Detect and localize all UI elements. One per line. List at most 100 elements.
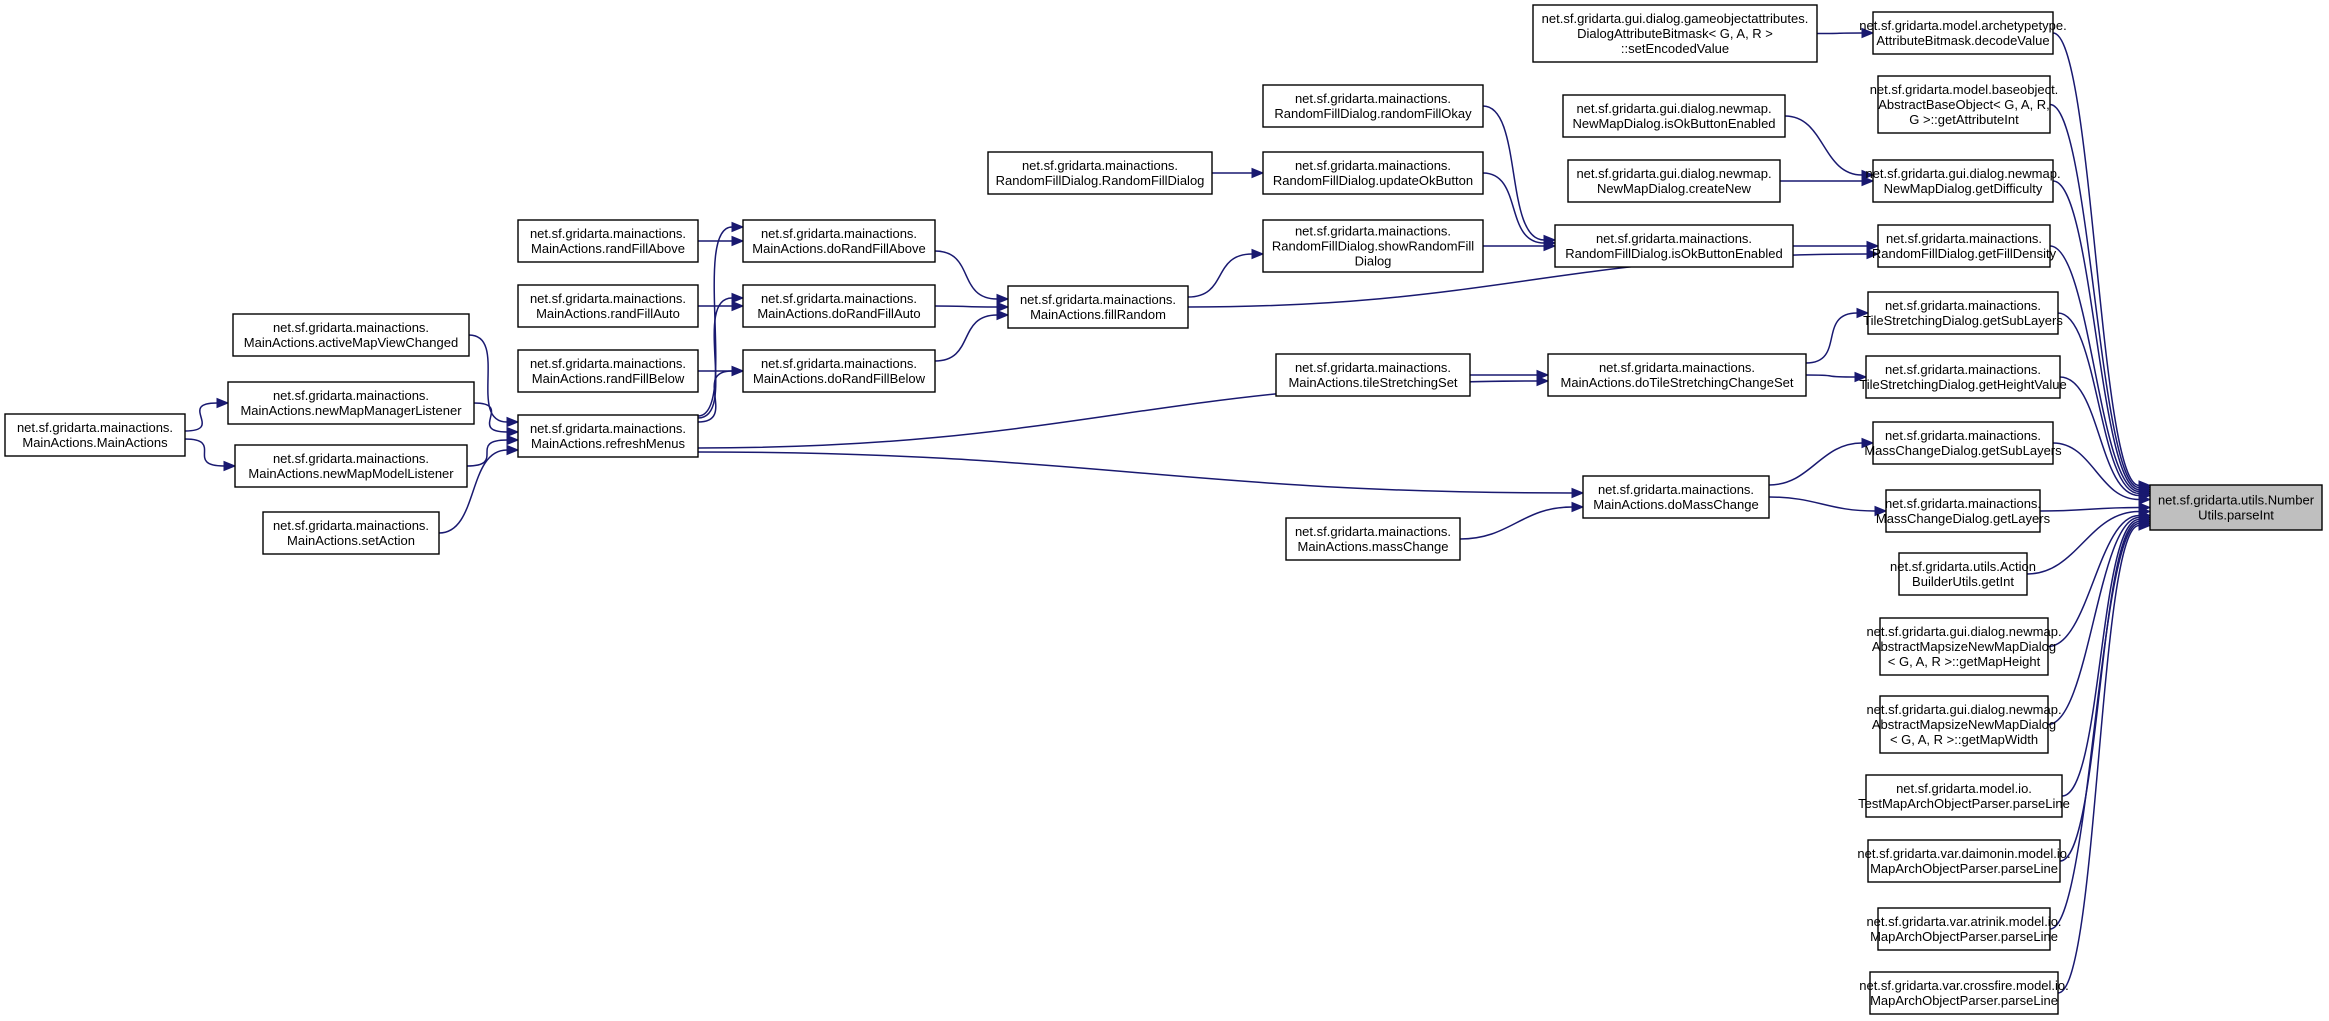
node-new-map-model-listener[interactable]: net.sf.gridarta.mainactions.MainActions.… [234, 444, 468, 488]
node-box [234, 444, 468, 488]
node-box [1872, 159, 2054, 203]
node-do-tile-stretching-change-set[interactable]: net.sf.gridarta.mainactions.MainActions.… [1547, 353, 1807, 397]
node-parse-int[interactable]: net.sf.gridarta.utils.NumberUtils.parseI… [2149, 484, 2323, 531]
node-label-line: MainActions.randFillAuto [536, 306, 680, 321]
node-box [1262, 84, 1484, 128]
arrowhead [731, 292, 745, 304]
edge-refreshMenus-to-doMassChange [697, 451, 1573, 494]
node-label-line: net.sf.gridarta.var.crossfire.model.io. [1859, 978, 2069, 993]
arrowhead [1251, 167, 1265, 179]
node-do-rand-fill-above[interactable]: net.sf.gridarta.mainactions.MainActions.… [742, 219, 936, 263]
node-label-line: net.sf.gridarta.mainactions. [17, 420, 173, 435]
node-label-line: MapArchObjectParser.parseLine [1870, 861, 2058, 876]
node-label-line: net.sf.gridarta.mainactions. [1599, 360, 1755, 375]
node-decode-value[interactable]: net.sf.gridarta.model.archetypetype.Attr… [1859, 11, 2067, 55]
node-nm-is-ok-button-enabled[interactable]: net.sf.gridarta.gui.dialog.newmap.NewMap… [1562, 94, 1786, 138]
node-label-line: net.sf.gridarta.gui.dialog.newmap. [1865, 166, 2060, 181]
node-label-line: MainActions.newMapModelListener [248, 466, 454, 481]
edge-getMapHeight-to-parseInt [2047, 514, 2140, 648]
node-active-map-view-changed[interactable]: net.sf.gridarta.mainactions.MainActions.… [232, 313, 470, 357]
node-box [1869, 971, 2059, 1015]
node-label-line: MainActions.randFillBelow [532, 371, 685, 386]
arrowhead [1861, 175, 1875, 187]
node-update-ok-button[interactable]: net.sf.gridarta.mainactions.RandomFillDi… [1262, 151, 1484, 195]
node-box [1865, 355, 2061, 399]
node-get-attribute-int[interactable]: net.sf.gridarta.model.baseobject.Abstrac… [1870, 75, 2059, 134]
edge-atrinikParseLine-to-parseInt [2049, 522, 2140, 930]
node-set-encoded-value[interactable]: net.sf.gridarta.gui.dialog.gameobjectatt… [1532, 4, 1818, 63]
node-box [742, 349, 936, 393]
node-box [1885, 489, 2041, 533]
node-label-line: net.sf.gridarta.mainactions. [273, 320, 429, 335]
node-set-action[interactable]: net.sf.gridarta.mainactions.MainActions.… [262, 511, 440, 555]
node-get-difficulty[interactable]: net.sf.gridarta.gui.dialog.newmap.NewMap… [1865, 159, 2061, 203]
edge-nmIsOkButtonEnabled-to-getDifficulty [1784, 115, 1863, 176]
node-label-line: net.sf.gridarta.model.io. [1896, 781, 2032, 796]
node-show-random-fill[interactable]: net.sf.gridarta.mainactions.RandomFillDi… [1262, 219, 1484, 273]
node-label-line: TestMapArchObjectParser.parseLine [1858, 796, 2070, 811]
node-get-map-height[interactable]: net.sf.gridarta.gui.dialog.newmap.Abstra… [1866, 617, 2062, 676]
arrowhead [1874, 505, 1888, 517]
edge-doMassChange-to-mcGetLayers [1768, 496, 1876, 512]
edge-getDifficulty-to-parseInt [2052, 180, 2140, 491]
node-box [517, 284, 699, 328]
node-do-mass-change[interactable]: net.sf.gridarta.mainactions.MainActions.… [1582, 475, 1770, 519]
node-box [517, 414, 699, 458]
edge-setEncodedValue-to-decodeValue [1816, 32, 1863, 35]
edge-doTileStretchingChangeSet-to-tsGetSubLayers [1805, 312, 1858, 364]
node-label-line: net.sf.gridarta.mainactions. [1598, 482, 1754, 497]
node-ma-ctor[interactable]: net.sf.gridarta.mainactions.MainActions.… [4, 413, 186, 457]
node-rand-fill-auto[interactable]: net.sf.gridarta.mainactions.MainActions.… [517, 284, 699, 328]
node-crossfire-parse-line[interactable]: net.sf.gridarta.var.crossfire.model.io.M… [1859, 971, 2069, 1015]
node-create-new[interactable]: net.sf.gridarta.gui.dialog.newmap.NewMap… [1567, 159, 1781, 203]
node-mass-change[interactable]: net.sf.gridarta.mainactions.MainActions.… [1285, 517, 1461, 561]
node-box [1865, 774, 2063, 818]
node-test-parse-line[interactable]: net.sf.gridarta.model.io.TestMapArchObje… [1858, 774, 2070, 818]
node-label-line: < G, A, R >::getMapHeight [1888, 654, 2041, 669]
node-mc-get-sub-layers[interactable]: net.sf.gridarta.mainactions.MassChangeDi… [1864, 421, 2062, 465]
arrowhead [996, 301, 1010, 313]
node-box [1879, 695, 2049, 754]
node-do-rand-fill-auto[interactable]: net.sf.gridarta.mainactions.MainActions.… [742, 284, 936, 328]
node-atrinik-parse-line[interactable]: net.sf.gridarta.var.atrinik.model.io.Map… [1866, 907, 2062, 951]
node-label-line: net.sf.gridarta.mainactions. [1886, 231, 2042, 246]
arrowhead [1854, 371, 1868, 383]
node-label-line: net.sf.gridarta.mainactions. [1295, 224, 1451, 239]
node-rand-fill-below[interactable]: net.sf.gridarta.mainactions.MainActions.… [517, 349, 699, 393]
node-label-line: net.sf.gridarta.mainactions. [761, 356, 917, 371]
arrowhead [1861, 27, 1875, 39]
node-get-map-width[interactable]: net.sf.gridarta.gui.dialog.newmap.Abstra… [1866, 695, 2062, 754]
node-rand-fill-above[interactable]: net.sf.gridarta.mainactions.MainActions.… [517, 219, 699, 263]
node-rf-ctor[interactable]: net.sf.gridarta.mainactions.RandomFillDi… [987, 151, 1213, 195]
node-mc-get-layers[interactable]: net.sf.gridarta.mainactions.MassChangeDi… [1876, 489, 2051, 533]
node-box [517, 219, 699, 263]
edge-decodeValue-to-parseInt [2052, 32, 2140, 487]
node-random-fill-okay[interactable]: net.sf.gridarta.mainactions.RandomFillDi… [1262, 84, 1484, 128]
node-box [1872, 421, 2054, 465]
node-label-line: net.sf.gridarta.mainactions. [530, 421, 686, 436]
node-get-int[interactable]: net.sf.gridarta.utils.ActionBuilderUtils… [1890, 552, 2036, 596]
node-refresh-menus[interactable]: net.sf.gridarta.mainactions.MainActions.… [517, 414, 699, 458]
node-label-line: RandomFillDialog.getFillDensity [1872, 246, 2057, 261]
node-box [1877, 75, 2051, 134]
node-ts-get-sub-layers[interactable]: net.sf.gridarta.mainactions.TileStretchi… [1863, 291, 2063, 335]
node-label-line: G >::getAttributeInt [1909, 112, 2019, 127]
node-label-line: net.sf.gridarta.mainactions. [1885, 428, 2041, 443]
node-label-line: MainActions.doMassChange [1593, 497, 1758, 512]
node-label-line: net.sf.gridarta.var.daimonin.model.io. [1857, 846, 2070, 861]
node-ts-get-height-value[interactable]: net.sf.gridarta.mainactions.TileStretchi… [1859, 355, 2067, 399]
node-do-rand-fill-below[interactable]: net.sf.gridarta.mainactions.MainActions.… [742, 349, 936, 393]
node-tile-stretching-set[interactable]: net.sf.gridarta.mainactions.MainActions.… [1275, 353, 1471, 397]
node-label-line: MainActions.newMapManagerListener [240, 403, 462, 418]
node-label-line: net.sf.gridarta.mainactions. [1022, 158, 1178, 173]
edge-tsGetSubLayers-to-parseInt [2057, 312, 2140, 495]
node-new-map-manager-listener[interactable]: net.sf.gridarta.mainactions.MainActions.… [227, 381, 475, 425]
node-get-fill-density[interactable]: net.sf.gridarta.mainactions.RandomFillDi… [1872, 224, 2057, 268]
edge-newMapModelListener-to-refreshMenus [466, 439, 508, 467]
node-daimonin-parse-line[interactable]: net.sf.gridarta.var.daimonin.model.io.Ma… [1857, 839, 2071, 883]
node-label-line: AbstractBaseObject< G, A, R, [1878, 97, 2050, 112]
node-label-line: net.sf.gridarta.var.atrinik.model.io. [1866, 914, 2061, 929]
node-fill-random[interactable]: net.sf.gridarta.mainactions.MainActions.… [1007, 285, 1189, 329]
node-label-line: RandomFillDialog.RandomFillDialog [996, 173, 1205, 188]
node-rf-is-ok-button-enabled[interactable]: net.sf.gridarta.mainactions.RandomFillDi… [1554, 224, 1794, 268]
